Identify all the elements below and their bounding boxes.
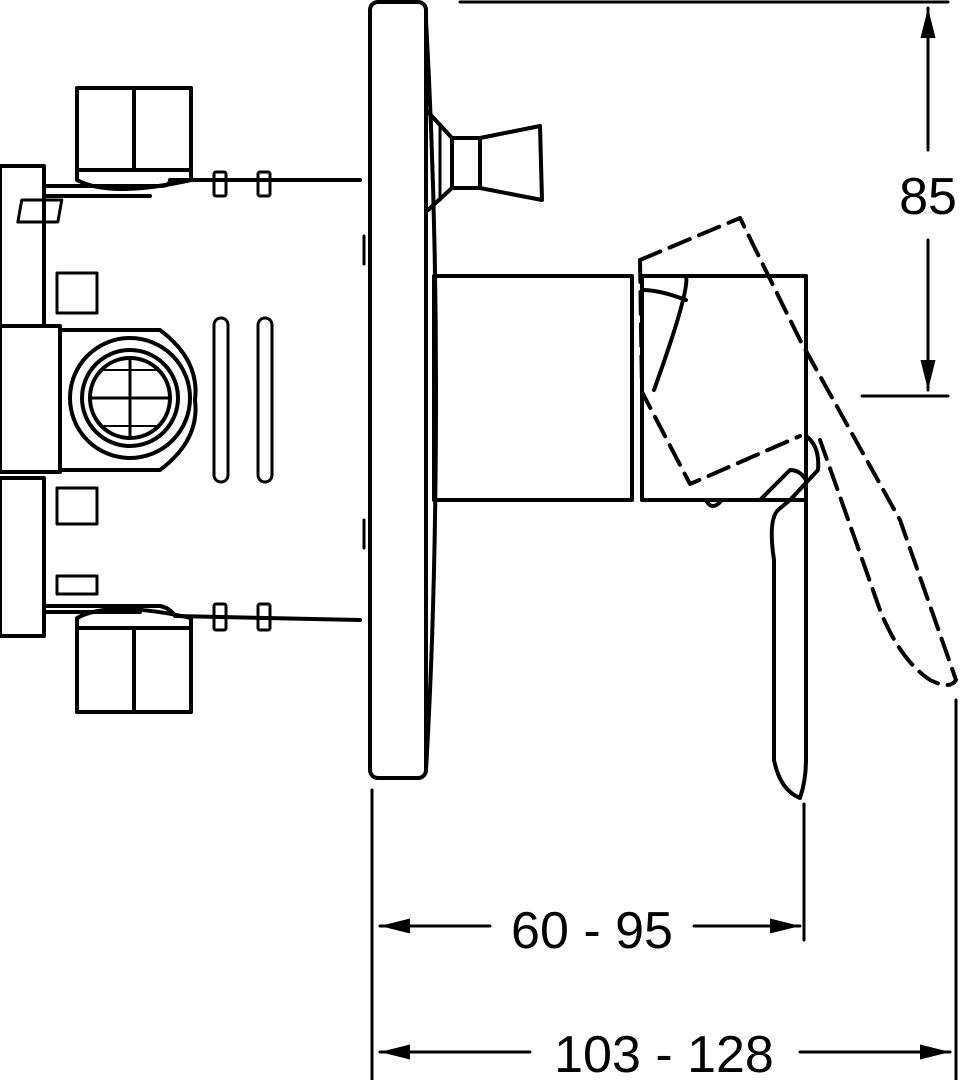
bracket-middle	[0, 324, 62, 474]
vertical-slots	[212, 316, 274, 484]
clips	[212, 170, 272, 632]
dimension-total	[378, 698, 958, 1080]
bracket-slots	[16, 198, 99, 596]
bracket-top	[0, 164, 46, 328]
mixer-body	[432, 274, 808, 508]
diverter-knob	[426, 110, 544, 212]
rough-in-body	[0, 86, 366, 714]
center-connector	[58, 328, 198, 472]
lever-handle	[652, 274, 821, 800]
total-dimension-label: 103 - 128	[554, 1026, 774, 1080]
hex-nut-top	[42, 86, 362, 198]
height-dimension-label: 85	[899, 168, 957, 226]
wall-plate	[368, 0, 438, 780]
dimension-height	[458, 0, 950, 398]
bracket-bottom	[0, 476, 46, 638]
depth-dimension-label: 60 - 95	[511, 902, 673, 960]
dimension-depth	[370, 788, 806, 1080]
hex-nut-bottom	[42, 604, 362, 714]
lever-alternate-position	[638, 216, 958, 687]
